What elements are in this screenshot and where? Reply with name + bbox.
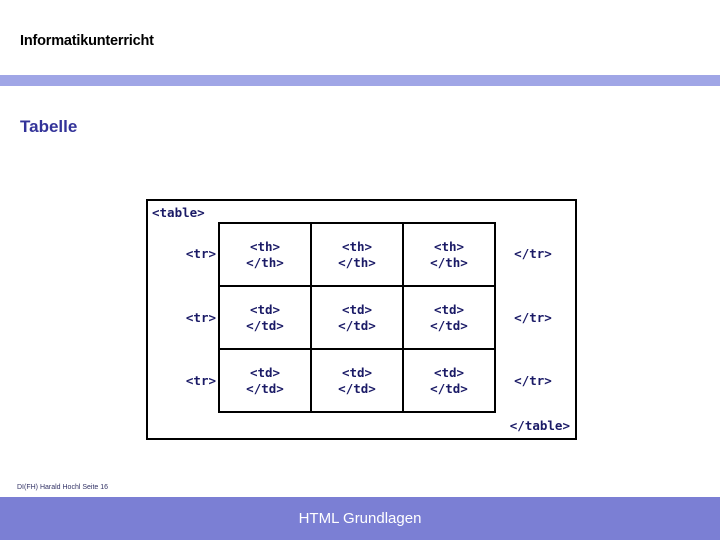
table-cell: <td> </td> (404, 287, 494, 348)
table-cell: <th> </th> (312, 224, 404, 285)
code-cell-close-tag: </td> (338, 317, 376, 333)
cell-grid: <th> </th> <th> </th> <th> </th> <td> </… (218, 222, 496, 413)
code-tr-close-tag-row-2: </tr> (514, 309, 552, 325)
code-cell-close-tag: </td> (430, 317, 468, 333)
code-cell-close-tag: </td> (338, 380, 376, 396)
code-tr-close-tag-row-1: </tr> (514, 245, 552, 261)
table-cell: <td> </td> (312, 350, 404, 411)
footer-credit: DI(FH) Harald Hochl Seite 16 (17, 484, 109, 491)
code-cell-open-tag: <td> (433, 364, 465, 380)
code-cell-open-tag: <th> (341, 238, 373, 254)
code-cell-open-tag: <td> (341, 301, 373, 317)
code-cell-close-tag: </th> (338, 254, 376, 270)
table-row: <th> </th> <th> </th> <th> </th> (220, 224, 494, 287)
section-heading: Tabelle (20, 117, 78, 136)
code-cell-open-tag: <td> (249, 301, 281, 317)
code-table-close-tag: </table> (509, 418, 570, 433)
table-cell: <th> </th> (404, 224, 494, 285)
code-cell-open-tag: <td> (341, 364, 373, 380)
code-tr-close-tag-row-3: </tr> (514, 372, 552, 388)
code-cell-open-tag: <td> (433, 301, 465, 317)
code-tr-open-tag-row-3: <tr> (185, 372, 216, 388)
table-cell: <th> </th> (220, 224, 312, 285)
table-cell: <td> </td> (220, 287, 312, 348)
footer-bar: HTML Grundlagen (0, 497, 720, 540)
table-row: <td> </td> <td> </td> <td> </td> (220, 287, 494, 350)
code-tr-open-tag-row-2: <tr> (185, 309, 216, 325)
code-tr-open-tag-row-1: <tr> (185, 245, 216, 261)
code-table-open-tag: <table> (152, 205, 205, 220)
header-accent-bar (0, 75, 720, 86)
code-cell-close-tag: </td> (430, 380, 468, 396)
page-title: Informatikunterricht (20, 33, 154, 49)
table-cell: <td> </td> (220, 350, 312, 411)
code-cell-close-tag: </td> (246, 380, 284, 396)
code-cell-close-tag: </th> (246, 254, 284, 270)
code-cell-open-tag: <th> (433, 238, 465, 254)
table-row: <td> </td> <td> </td> <td> </td> (220, 350, 494, 411)
table-structure-diagram: <table> <tr> <tr> <tr> </tr> </tr> </tr>… (146, 199, 577, 440)
code-cell-close-tag: </td> (246, 317, 284, 333)
table-cell: <td> </td> (404, 350, 494, 411)
code-cell-open-tag: <td> (249, 364, 281, 380)
code-cell-close-tag: </th> (430, 254, 468, 270)
footer-bar-label: HTML Grundlagen (298, 510, 422, 527)
code-cell-open-tag: <th> (249, 238, 281, 254)
table-cell: <td> </td> (312, 287, 404, 348)
